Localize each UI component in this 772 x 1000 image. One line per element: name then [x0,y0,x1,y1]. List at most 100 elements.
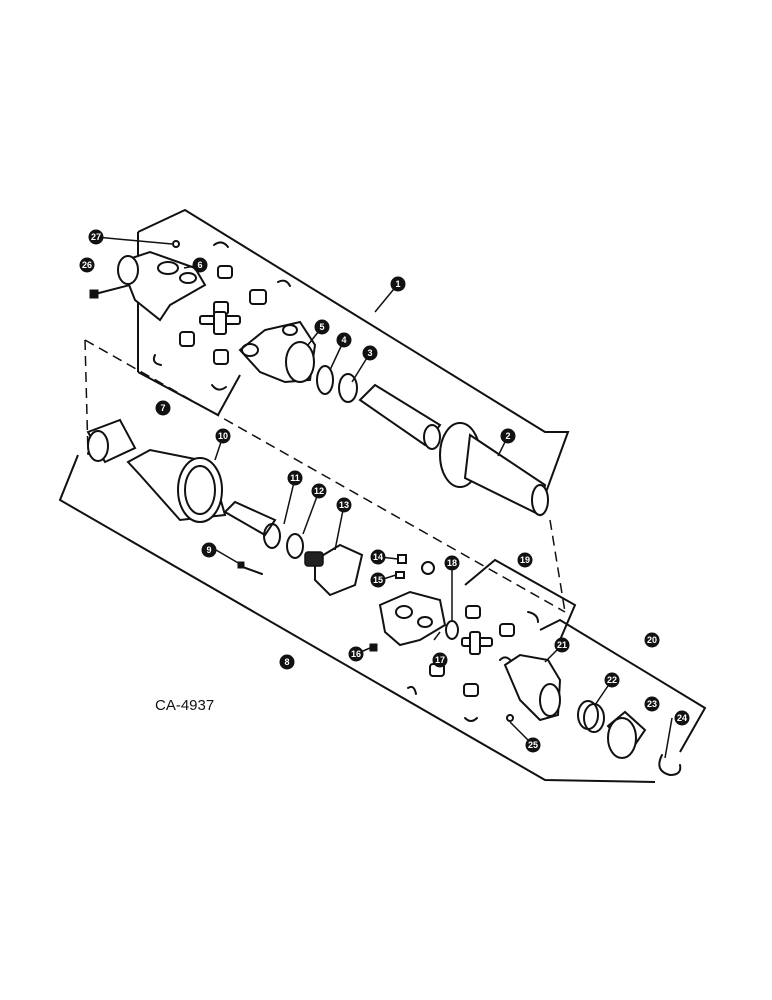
washer-part [421,561,435,575]
callout-10-label: 10 [218,431,228,441]
bearing-cup-part [463,683,479,697]
callout-6-label: 6 [197,260,202,270]
pin-part [237,561,263,575]
callout-12: 12 [311,483,327,499]
bearing-cup-part [213,349,229,365]
inner-tube-part [358,383,442,450]
bracket-group-19 [464,558,577,641]
callout-12-label: 12 [314,486,324,496]
callout-9-label: 9 [206,545,211,555]
bracket-group-20 [539,618,707,753]
callout-10: 10 [215,428,231,444]
bearing-cup-part [217,265,233,279]
alignment-dash-left [84,339,89,456]
cross-spider-part [199,301,241,335]
pin-part [506,714,514,722]
snap-ring-part [464,717,478,722]
callout-24: 24 [674,710,690,726]
callout-5-label: 5 [319,322,324,332]
callout-19-label: 19 [520,555,530,565]
snap-ring-part [407,685,417,695]
snap-ring-part [213,241,229,248]
callout-8: 8 [279,654,295,670]
callout-3-label: 3 [367,348,372,358]
callout-27: 27 [88,229,104,245]
callout-1: 1 [390,276,406,292]
fitting-part [395,571,405,579]
callout-21: 21 [554,637,570,653]
callout-4: 4 [336,332,352,348]
callout-6: 6 [192,257,208,273]
bearing-cup-part [499,623,515,637]
locking-collar-part [606,710,647,759]
callout-24-label: 24 [677,713,687,723]
slip-yoke-part [238,320,317,384]
callout-25-label: 25 [528,740,538,750]
callout-18-label: 18 [447,558,457,568]
callout-25: 25 [525,737,541,753]
callout-11-label: 11 [290,473,300,483]
callout-21-label: 21 [557,640,567,650]
bearing-cup-part [179,331,195,347]
callout-7-label: 7 [160,403,165,413]
end-yoke-part [503,653,562,722]
callout-14-label: 14 [373,552,383,562]
callout-4-label: 4 [341,335,346,345]
callout-26: 26 [79,257,95,273]
callout-27-label: 27 [91,232,101,242]
shield-cone-part [126,448,227,523]
callout-20-label: 20 [647,635,657,645]
callout-1-label: 1 [395,279,400,289]
callout-5: 5 [314,319,330,335]
callout-3: 3 [362,345,378,361]
callout-11: 11 [287,470,303,486]
snap-ring-part [527,611,539,623]
bracket-group-1 [137,208,570,496]
callout-17: 17 [432,652,448,668]
callout-22: 22 [604,672,620,688]
figure-code: CA-4937 [155,697,214,714]
callout-17-label: 17 [435,655,445,665]
bearing-cup-part [249,289,267,305]
callout-26-label: 26 [82,260,92,270]
callout-7: 7 [155,400,171,416]
cross-spider-lower-part [461,631,493,655]
spring-part [577,700,605,733]
callout-23-label: 23 [647,699,657,709]
bearing-cup-part [465,605,481,619]
callout-19: 19 [517,552,533,568]
snap-ring-part [277,279,291,287]
retaining-ring-part [445,620,459,640]
callout-16-label: 16 [351,649,361,659]
snap-ring-part [211,384,227,391]
callout-2-label: 2 [505,431,510,441]
retaining-ring-part [263,523,281,549]
callout-18: 18 [444,555,460,571]
bracket-group-8 [58,454,656,783]
callout-9: 9 [201,542,217,558]
outer-shaft-part [439,422,549,517]
bolt-part [89,284,131,299]
inner-tube-lower-part [223,500,277,537]
callout-23: 23 [644,696,660,712]
bearing-flange-part [304,543,364,597]
snap-ring-part [152,354,162,366]
retaining-ring-part [338,373,358,403]
leader-lines [95,236,673,759]
lower-yoke-part [378,590,447,647]
callout-14: 14 [370,549,386,565]
callout-13: 13 [336,497,352,513]
callout-16: 16 [348,646,364,662]
nut-part [172,240,180,248]
bracket-group-7 [137,371,241,417]
callout-22-label: 22 [607,675,617,685]
retaining-ring-part [286,533,304,559]
snap-ring-part [658,754,682,776]
callout-2: 2 [500,428,516,444]
callout-8-label: 8 [284,657,289,667]
callout-20: 20 [644,632,660,648]
bolt-part [369,643,378,652]
retaining-ring-part [316,365,334,395]
callout-13-label: 13 [339,500,349,510]
